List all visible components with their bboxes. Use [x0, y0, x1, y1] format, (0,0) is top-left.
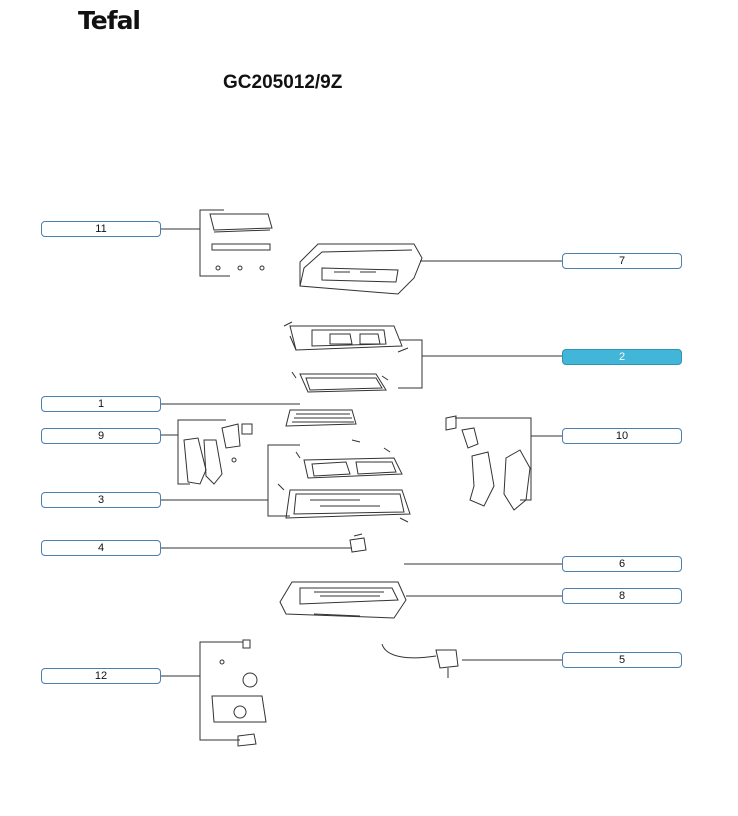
callout-3[interactable]: 3	[41, 492, 161, 508]
callout-6[interactable]: 6	[562, 556, 682, 572]
part-4-switch	[349, 533, 367, 553]
part-3-lower-housing	[277, 439, 411, 523]
leader-lines	[160, 209, 562, 741]
callout-7[interactable]: 7	[562, 253, 682, 269]
part-7-upper-lid	[299, 243, 423, 295]
part-5-power-cord	[381, 643, 459, 678]
part-12-control-assembly	[211, 639, 267, 747]
callout-1[interactable]: 1	[41, 396, 161, 412]
callout-11[interactable]: 11	[41, 221, 161, 237]
part-10-right-handle	[445, 415, 531, 511]
part-8-base	[279, 581, 407, 619]
part-11-panel-assembly	[209, 213, 273, 271]
callout-4[interactable]: 4	[41, 540, 161, 556]
brand-logo: Tefal	[78, 6, 141, 35]
callout-8[interactable]: 8	[562, 588, 682, 604]
callout-9[interactable]: 9	[41, 428, 161, 444]
callout-10[interactable]: 10	[562, 428, 682, 444]
part-2-upper-plate	[283, 321, 409, 393]
callout-2[interactable]: 2	[562, 349, 682, 365]
part-1-grill-plate	[285, 409, 357, 427]
part-9-left-handle	[183, 423, 253, 485]
model-title: GC205012/9Z	[223, 72, 343, 93]
callout-5[interactable]: 5	[562, 652, 682, 668]
callout-12[interactable]: 12	[41, 668, 161, 684]
